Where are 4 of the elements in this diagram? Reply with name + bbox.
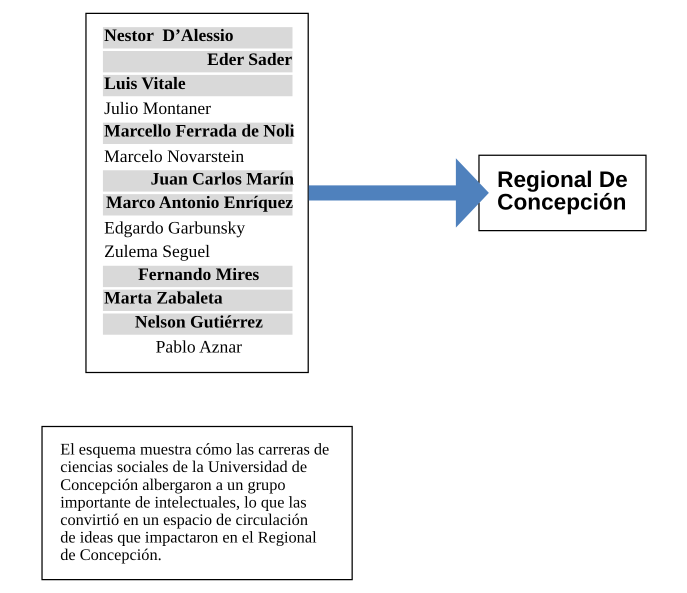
- node-box: Nestor D’Alessio Eder Sader Luis Vitale Julio Montaner Marcello Ferrada de Noli Marcelo Novarstein Juan Carlos Marín Marco Antonio Enríquez Edgardo Garbunsky Zulema Seguel Fernando Mires Marta Zabaleta Nelson Gutiérrez Pablo Aznar: [84, 12, 308, 374]
- node-box: Regional De Concepción: [478, 154, 646, 232]
- arrow: [308, 158, 488, 228]
- node-box: El esquema muestra cómo las carreras de ciencias sociales de la Universidad de Concepción albergaron a un grupo importante de intelectuales, lo que las convirtió en un espacio de circulación de ideas que impactaron en el Regional de Concepción.: [40, 426, 352, 580]
